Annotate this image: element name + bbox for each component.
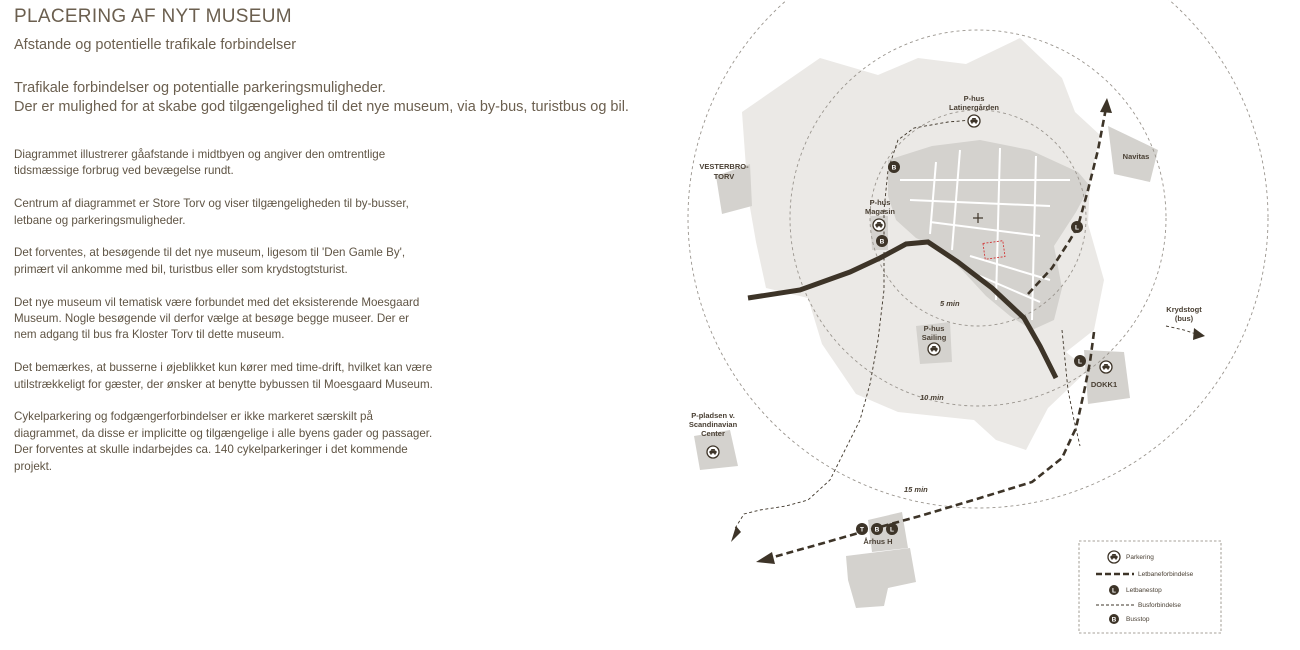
light-rail-solid [747,239,1059,380]
lead-line-2: Der er mulighed for at skabe god tilgæng… [14,99,629,115]
light-rail-dashed [1027,107,1108,295]
bus-route-south [733,252,885,531]
page-title: PLACERING AF NYT MUSEUM [14,6,292,27]
legend: Parkering Letbaneforbindelse L Letbanest… [1078,540,1222,634]
label-magasin-1: P-hus [870,198,891,207]
svg-text:L: L [1078,359,1082,366]
ring-15min-label: 15 min [904,485,928,494]
ring-10min [789,29,1167,407]
label-latiner-2: Latinergården [949,103,999,112]
svg-text:T: T [860,527,864,534]
paragraph: Cykelparkering og fodgængerforbindelser … [14,410,433,473]
svg-text:B: B [875,527,880,534]
car-icon [1107,550,1121,564]
bus-route-krydstogt [1165,325,1197,335]
legend-letbane-stop: Letbanestop [1126,587,1162,594]
arrow-icon [731,526,741,542]
legend-bus-stop-swatch [1109,614,1119,624]
label-aarhus-h: Århus H [863,537,892,546]
letbane-stop-badge: L [1074,355,1086,367]
arrow-icon [756,552,775,564]
light-rail-dashed-south [769,331,1096,560]
paragraph: Det forventes, at besøgende til det nye … [14,246,406,276]
bus-route-east [1061,329,1081,447]
ring-5min [869,109,1087,327]
vesterbro-block [716,164,752,214]
legend-parking: Parkering [1126,554,1154,561]
label-scandinavian-3: Center [701,429,725,438]
car-icon [967,114,981,128]
paragraph: Diagrammet illustrerer gåafstande i midt… [14,148,386,178]
label-magasin-2: Magasin [865,207,895,216]
paragraph: Det bemærkes, at busserne i øjeblikket k… [14,361,433,391]
cross-icon [973,213,983,223]
label-vesterbro-2: TORV [714,172,735,181]
car-icon [927,342,941,356]
svg-text:L: L [890,527,894,534]
ring-10min-label: 10 min [920,393,944,402]
label-krydstogt-2: (bus) [1175,314,1194,323]
page-subtitle: Afstande og potentielle trafikale forbin… [14,37,297,53]
label-scandinavian-1: P-pladsen v. [691,411,735,420]
car-icon [1099,360,1113,374]
label-scandinavian-2: Scandinavian [689,420,738,429]
dokk1-block [1084,350,1130,404]
letbane-stop-badge: L [886,523,898,535]
new-museum-site [982,240,1006,260]
paragraph: Centrum af diagrammet er Store Torv og v… [14,197,409,227]
svg-text:B: B [1112,616,1117,623]
svg-text:L: L [1112,587,1116,594]
ring-15min [687,0,1269,509]
legend-letbane-line: Letbaneforbindelse [1138,571,1194,578]
label-sailing-2: Sailing [922,333,947,342]
bus-stop-badge: B [871,523,883,535]
ring-5min-label: 5 min [940,299,960,308]
body-text: Diagrammet illustrerer gåafstande i midt… [14,147,434,491]
car-icon [706,445,720,459]
label-dokk1: DOKK1 [1091,380,1117,389]
svg-text:L: L [1075,225,1079,232]
bus-stop-badge: B [888,161,900,173]
navitas-block [1108,126,1158,182]
paragraph: Det nye museum vil tematisk være forbund… [14,295,420,342]
label-sailing-1: P-hus [924,324,945,333]
city-block-lines [900,147,1070,321]
bus-route-north [883,119,973,240]
svg-text:B: B [892,165,897,172]
bus-stop-badge: B [876,235,888,247]
label-navitas: Navitas [1123,152,1150,161]
train-stop-badge: T [856,523,868,535]
arrow-icon [1100,98,1112,113]
label-krydstogt-1: Krydstogt [1166,305,1202,314]
letbane-stop-badge: L [1071,221,1083,233]
legend-bus-stop: Busstop [1126,616,1150,623]
svg-text:B: B [880,239,885,246]
arrow-icon [1193,328,1205,340]
car-icon [872,218,886,232]
lead-line-1: Trafikale forbindelser og potentialle pa… [14,80,386,96]
legend-bus-line: Busforbindelse [1138,602,1181,609]
legend-letbane-stop-swatch [1109,585,1119,595]
aarhus-h-building [846,548,916,608]
lead-text: Trafikale forbindelser og potentialle pa… [14,79,629,117]
label-latiner-1: P-hus [964,94,985,103]
label-vesterbro-1: VESTERBRO- [699,162,749,171]
walking-rings [687,0,1269,509]
